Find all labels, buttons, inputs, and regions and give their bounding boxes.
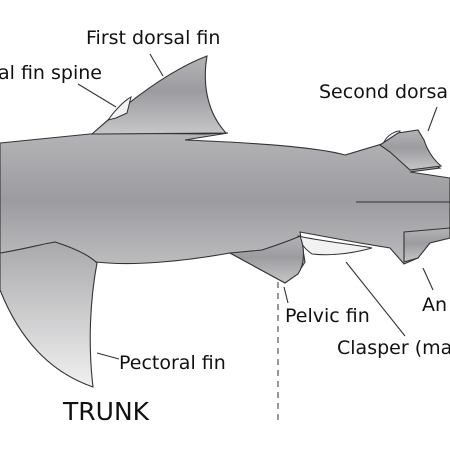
- label-first-dorsal-fin: First dorsal fin: [86, 27, 220, 49]
- leader-first-dorsal: [149, 53, 164, 77]
- label-second-dorsal-fin: Second dorsa: [319, 81, 448, 103]
- label-trunk: TRUNK: [62, 397, 150, 426]
- dorsal-fin-spine: [106, 95, 132, 121]
- label-anal-fin: An: [422, 294, 447, 316]
- label-dorsal-fin-spine: al fin spine: [0, 62, 102, 84]
- leader-anal: [422, 267, 434, 291]
- label-pelvic-fin: Pelvic fin: [285, 305, 370, 327]
- leader-pelvic: [283, 286, 289, 304]
- label-clasper: Clasper (ma: [337, 337, 450, 359]
- pectoral-fin: [0, 241, 98, 388]
- clasper: [297, 235, 373, 256]
- second-dorsal-fin: [379, 129, 443, 171]
- first-dorsal-fin: [90, 55, 228, 135]
- leader-dorsal-spine: [77, 83, 117, 108]
- leader-pectoral: [96, 352, 120, 360]
- leader-second-dorsal: [427, 106, 438, 132]
- anal-fin: [403, 227, 450, 263]
- leader-clasper: [345, 261, 406, 337]
- pelvic-fin: [228, 235, 305, 284]
- label-pectoral-fin: Pectoral fin: [119, 352, 226, 374]
